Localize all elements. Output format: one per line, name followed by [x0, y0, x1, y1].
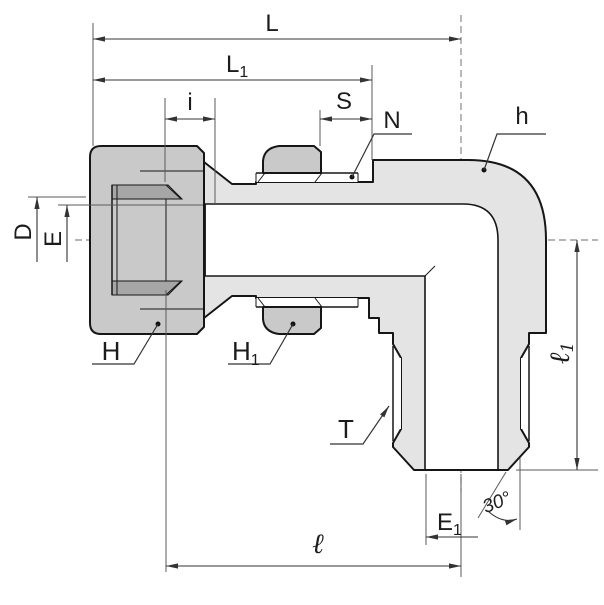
extension-lines [28, 23, 598, 577]
dimension-L: L [93, 10, 461, 42]
bore-cavity [204, 203, 499, 471]
dimension-L1: L1 [93, 51, 372, 83]
dimension-ell: ℓ [166, 527, 461, 569]
dim-label-30deg: 30° [480, 488, 515, 518]
nut-thread-interface [140, 170, 204, 310]
dim-label-l1: ℓ1 [543, 342, 578, 365]
callout-H1: H1 [228, 321, 296, 369]
thread-bottom [255, 297, 359, 308]
dim-label-S: S [336, 88, 352, 115]
nut-h1-bottom-outline [262, 306, 322, 335]
thread-leg [392, 346, 530, 441]
callout-N: N [349, 107, 412, 180]
callout-h: h [481, 103, 546, 173]
nut-h1-bottom [262, 306, 322, 335]
dimension-E1: E1 [426, 509, 478, 540]
part-label-T: T [338, 414, 354, 444]
dim-label-L1: L1 [226, 51, 248, 81]
callout-H: H [92, 321, 161, 366]
dim-label-E1: E1 [437, 509, 462, 539]
ferrule-lines [116, 184, 182, 296]
part-label-h: h [515, 103, 528, 130]
dim-label-E: E [40, 231, 67, 247]
dim-label-L: L [265, 10, 278, 37]
bore-corner-chamfer [424, 265, 436, 277]
dimension-S: S [320, 88, 372, 122]
nut-h-outline [89, 145, 205, 335]
dim-label-ell: ℓ [312, 527, 324, 560]
nut-h [89, 145, 205, 335]
callout-T: T [330, 405, 390, 445]
dimension-E: E [40, 205, 70, 262]
nut-h1-top [262, 145, 322, 174]
dimension-angle-30: 30° [480, 488, 518, 526]
dim-label-i: i [187, 89, 192, 116]
part-label-N: N [383, 107, 400, 134]
dimension-i: i [165, 89, 215, 122]
part-label-H1: H1 [232, 336, 260, 369]
nut-h1-top-outline [262, 145, 322, 174]
thread-top [255, 172, 359, 183]
dim-label-D: D [10, 223, 37, 240]
part-label-H: H [102, 336, 121, 366]
dimension-D: D [10, 197, 40, 262]
dimension-l1: ℓ1 [543, 240, 580, 470]
